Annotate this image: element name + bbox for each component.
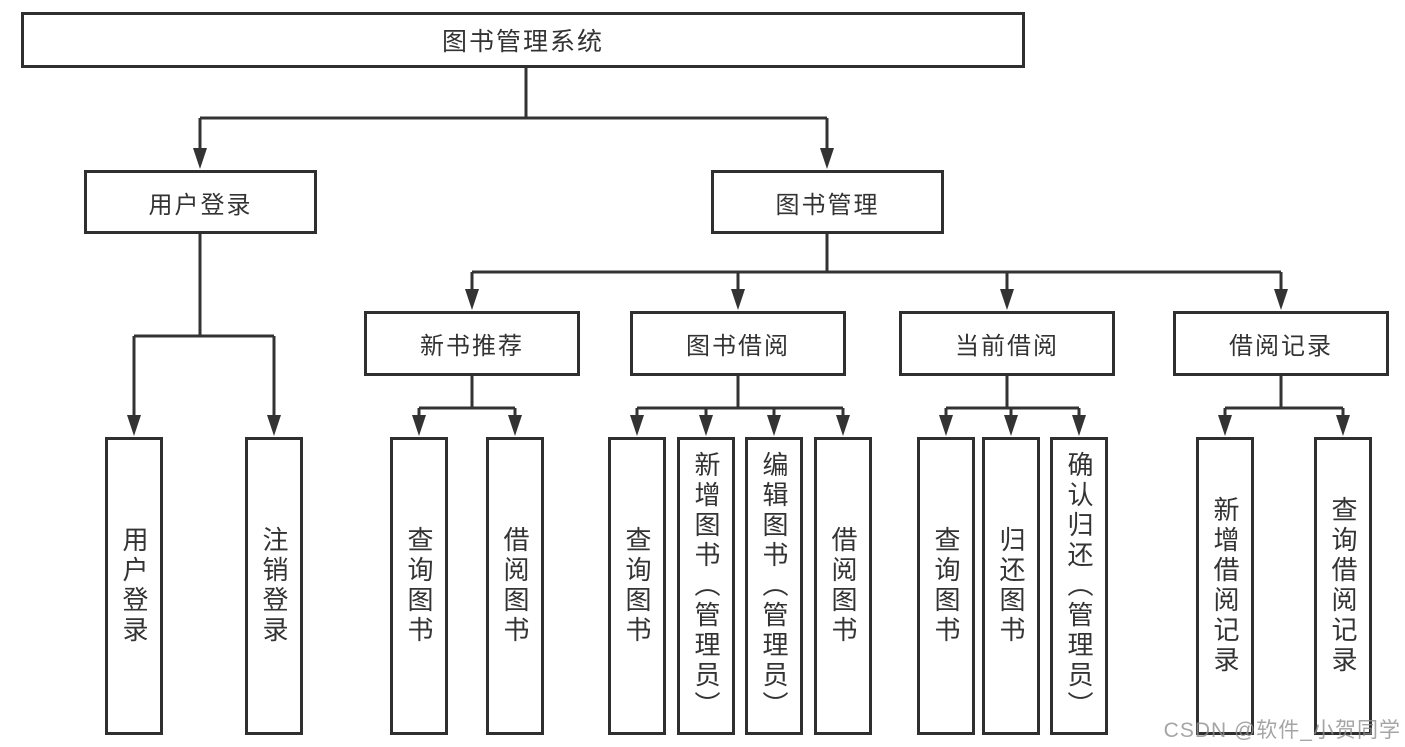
node-label: 用户登录 bbox=[148, 191, 253, 219]
leaf-current-query-books: 查询图书 bbox=[917, 437, 975, 735]
arrow-down-icon bbox=[267, 415, 281, 436]
node-label: 图书借阅 bbox=[686, 333, 790, 360]
leaf-user-login: 用户登录 bbox=[105, 437, 163, 735]
node-borrowing-records: 借阅记录 bbox=[1173, 311, 1389, 376]
node-label: 图书管理 bbox=[775, 191, 880, 219]
arrow-down-icon bbox=[630, 415, 644, 436]
leaf-borrowing-edit-books-admin: 编辑图书（管理员） bbox=[745, 437, 803, 735]
arrow-down-icon bbox=[412, 415, 426, 436]
node-book-borrowing: 图书借阅 bbox=[630, 311, 846, 376]
node-label: 当前借阅 bbox=[955, 333, 1059, 360]
leaf-logout: 注销登录 bbox=[245, 437, 303, 735]
leaf-newrec-query-books: 查询图书 bbox=[390, 437, 448, 735]
arrow-down-icon bbox=[836, 415, 850, 436]
connector-strokes bbox=[132, 68, 1345, 416]
arrow-down-icon bbox=[1336, 415, 1350, 436]
leaf-borrowing-add-books-admin: 新增图书（管理员） bbox=[677, 437, 735, 735]
arrowhead-icons bbox=[127, 148, 1350, 436]
node-book-management-branch: 图书管理 bbox=[711, 170, 944, 234]
leaf-newrec-borrow-books: 借阅图书 bbox=[486, 437, 544, 735]
node-label: 编辑图书（管理员） bbox=[759, 451, 789, 721]
node-new-book-recommendation: 新书推荐 bbox=[364, 311, 580, 376]
node-current-borrowing: 当前借阅 bbox=[899, 311, 1115, 376]
leaf-current-confirm-return-admin: 确认归还（管理员） bbox=[1050, 437, 1108, 735]
arrow-down-icon bbox=[767, 415, 781, 436]
node-label: 查询图书 bbox=[931, 526, 961, 646]
node-label: 确认归还（管理员） bbox=[1064, 451, 1094, 721]
arrow-down-icon bbox=[1004, 415, 1018, 436]
arrow-down-icon bbox=[1218, 415, 1232, 436]
arrow-down-icon bbox=[699, 415, 713, 436]
leaf-records-query-borrow-record: 查询借阅记录 bbox=[1314, 437, 1372, 735]
node-label: 查询图书 bbox=[404, 526, 434, 646]
node-label: 借阅记录 bbox=[1229, 333, 1333, 360]
leaf-borrowing-borrow-books: 借阅图书 bbox=[814, 437, 872, 735]
arrow-down-icon bbox=[127, 415, 141, 436]
arrow-down-icon bbox=[508, 415, 522, 436]
csdn-watermark: CSDN @软件_小贺同学 bbox=[1163, 719, 1401, 742]
node-label: 注销登录 bbox=[259, 526, 289, 646]
node-label: 新增图书（管理员） bbox=[691, 451, 721, 721]
node-user-login-branch: 用户登录 bbox=[84, 170, 317, 234]
arrow-down-icon bbox=[193, 148, 207, 169]
arrow-down-icon bbox=[1000, 289, 1014, 310]
node-label: 借阅图书 bbox=[500, 526, 530, 646]
node-label: 查询借阅记录 bbox=[1328, 496, 1358, 676]
node-label: 新书推荐 bbox=[420, 333, 524, 360]
arrow-down-icon bbox=[731, 289, 745, 310]
arrow-down-icon bbox=[1072, 415, 1086, 436]
arrow-down-icon bbox=[465, 289, 479, 310]
leaf-borrowing-query-books: 查询图书 bbox=[608, 437, 666, 735]
node-library-management-system: 图书管理系统 bbox=[21, 12, 1025, 68]
node-label: 归还图书 bbox=[996, 526, 1026, 646]
node-label: 新增借阅记录 bbox=[1210, 496, 1240, 676]
node-label: 图书管理系统 bbox=[441, 28, 604, 56]
arrow-down-icon bbox=[939, 415, 953, 436]
node-label: 借阅图书 bbox=[828, 526, 858, 646]
arrow-down-icon bbox=[820, 148, 834, 169]
leaf-records-add-borrow-record: 新增借阅记录 bbox=[1196, 437, 1254, 735]
node-label: 查询图书 bbox=[622, 526, 652, 646]
leaf-current-return-books: 归还图书 bbox=[982, 437, 1040, 735]
arrow-down-icon bbox=[1274, 289, 1288, 310]
node-label: 用户登录 bbox=[119, 526, 149, 646]
